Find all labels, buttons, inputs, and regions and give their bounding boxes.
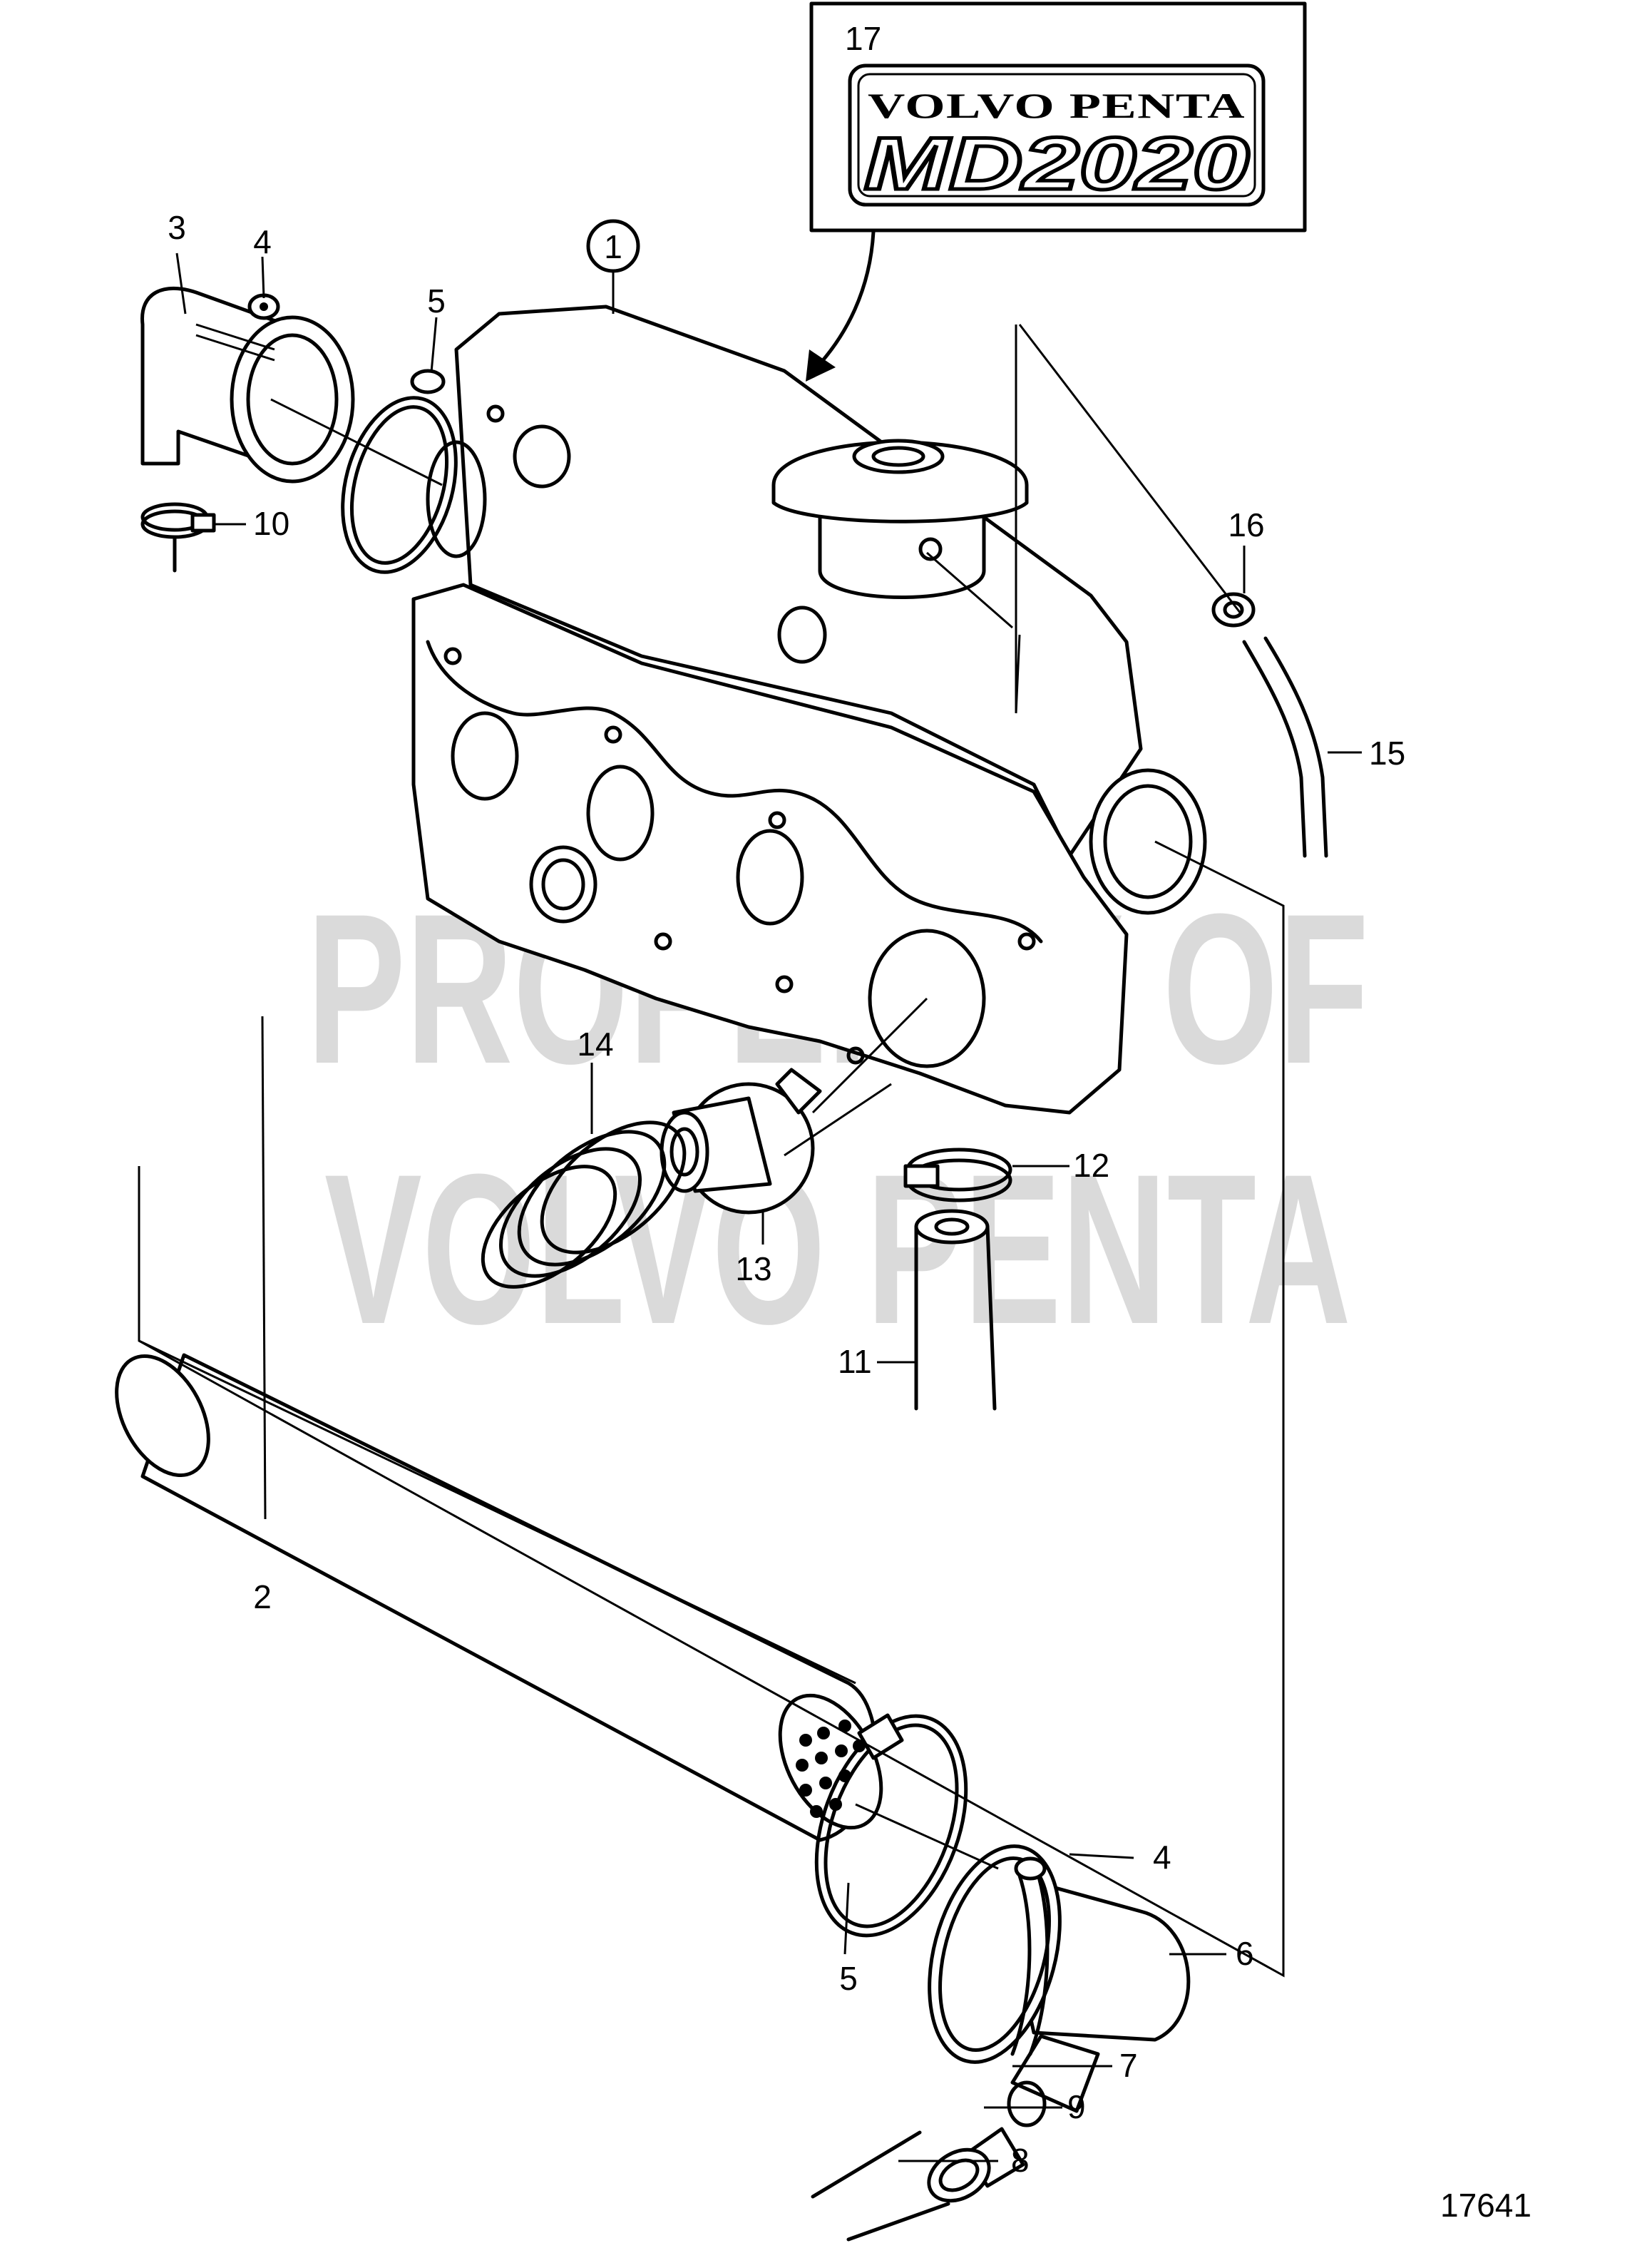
label-plate-inner <box>857 73 1256 198</box>
part-16-clamp <box>1211 592 1256 628</box>
reference-lines <box>138 324 1285 1978</box>
part-2-exhaust-pipe <box>115 1353 883 1842</box>
callout-16: 16 <box>1228 506 1264 543</box>
label-plate <box>848 63 1266 207</box>
watermark-line-2: VOLVO PENTA <box>324 1129 1351 1369</box>
callout-5-bottom: 5 <box>839 1960 858 1997</box>
part-11-hose <box>914 1209 997 1411</box>
callout-8: 8 <box>1011 2142 1030 2179</box>
part-10-small-clamp <box>140 502 216 539</box>
callout-1: 1 <box>604 228 622 265</box>
callout-3: 3 <box>168 209 186 246</box>
part-1-exhaust-manifold <box>411 305 1207 1115</box>
callout-leaders <box>175 252 1362 2162</box>
callout-2: 2 <box>253 1578 272 1615</box>
callout-15: 15 <box>1369 735 1405 772</box>
callout-9: 9 <box>1067 2088 1086 2125</box>
part-15-hose <box>1242 636 1328 858</box>
callout-17: 17 <box>845 20 881 57</box>
label-brand-text: VOLVO PENTA <box>868 86 1246 126</box>
label-decal-box: 17 VOLVO PENTA MD2020 <box>809 1 1307 233</box>
label-arrow <box>818 230 876 366</box>
callout-11: 11 <box>838 1343 872 1380</box>
callout-1-circle <box>586 219 640 273</box>
part-8-hose <box>811 2130 950 2242</box>
callout-4-top: 4 <box>253 223 272 260</box>
callouts: 1 2 3 4 5 5 4 6 7 8 9 10 11 12 13 14 15 … <box>168 209 1405 2179</box>
callout-7: 7 <box>1119 2047 1138 2084</box>
callout-14: 14 <box>577 1026 613 1063</box>
part-4-clamp-top <box>247 293 280 320</box>
drawing-number: 17641 <box>1440 2187 1532 2224</box>
callout-13: 13 <box>735 1250 771 1287</box>
callout-12: 12 <box>1073 1147 1109 1184</box>
part-9-clamp <box>927 2147 991 2203</box>
label-arrow-head <box>806 349 836 382</box>
part-14-seal-ring <box>481 1120 687 1289</box>
part-4-clamp-bottom <box>1010 1856 1050 2056</box>
callout-10: 10 <box>253 505 289 542</box>
label-box-frame <box>809 1 1307 233</box>
part-12-clamp <box>903 1148 1012 1202</box>
callout-6: 6 <box>1236 1935 1254 1972</box>
part-5-clamp-top <box>341 369 458 574</box>
part-3-elbow-hose <box>140 286 355 484</box>
label-model-text: MD2020 <box>864 123 1249 205</box>
callout-5-top: 5 <box>427 282 446 320</box>
callout-4-bottom: 4 <box>1153 1839 1171 1876</box>
